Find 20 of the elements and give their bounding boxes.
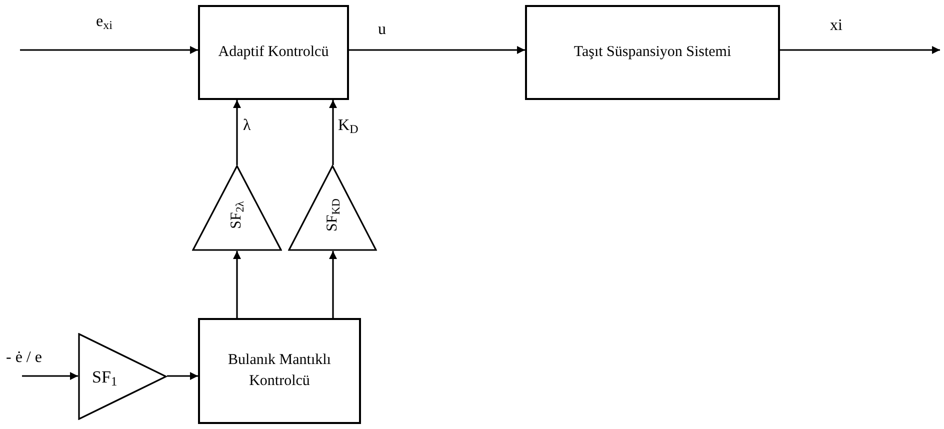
block-label: Bulanık Mantıklı Kontrolcü xyxy=(227,351,332,391)
arrow xyxy=(233,251,241,318)
gain-label: SF$_{1}$ xyxy=(92,368,118,385)
block-box xyxy=(198,318,361,424)
edge-label: K$_{D}$ xyxy=(338,118,358,134)
arrow xyxy=(349,46,525,54)
arrow xyxy=(22,372,78,380)
gain-triangle xyxy=(288,165,377,251)
gain-triangle xyxy=(78,333,167,420)
arrow xyxy=(780,46,940,54)
block-box xyxy=(525,5,780,100)
arrow xyxy=(20,46,198,54)
arrow xyxy=(167,372,198,380)
gain-triangle xyxy=(192,165,282,251)
block-label: Adaptif Kontrolcü xyxy=(218,43,329,62)
block-label: Taşıt Süspansiyon Sistemi xyxy=(574,43,732,62)
arrow xyxy=(329,251,337,318)
arrow xyxy=(329,100,337,165)
arrow xyxy=(233,100,241,165)
block-box xyxy=(198,5,349,100)
